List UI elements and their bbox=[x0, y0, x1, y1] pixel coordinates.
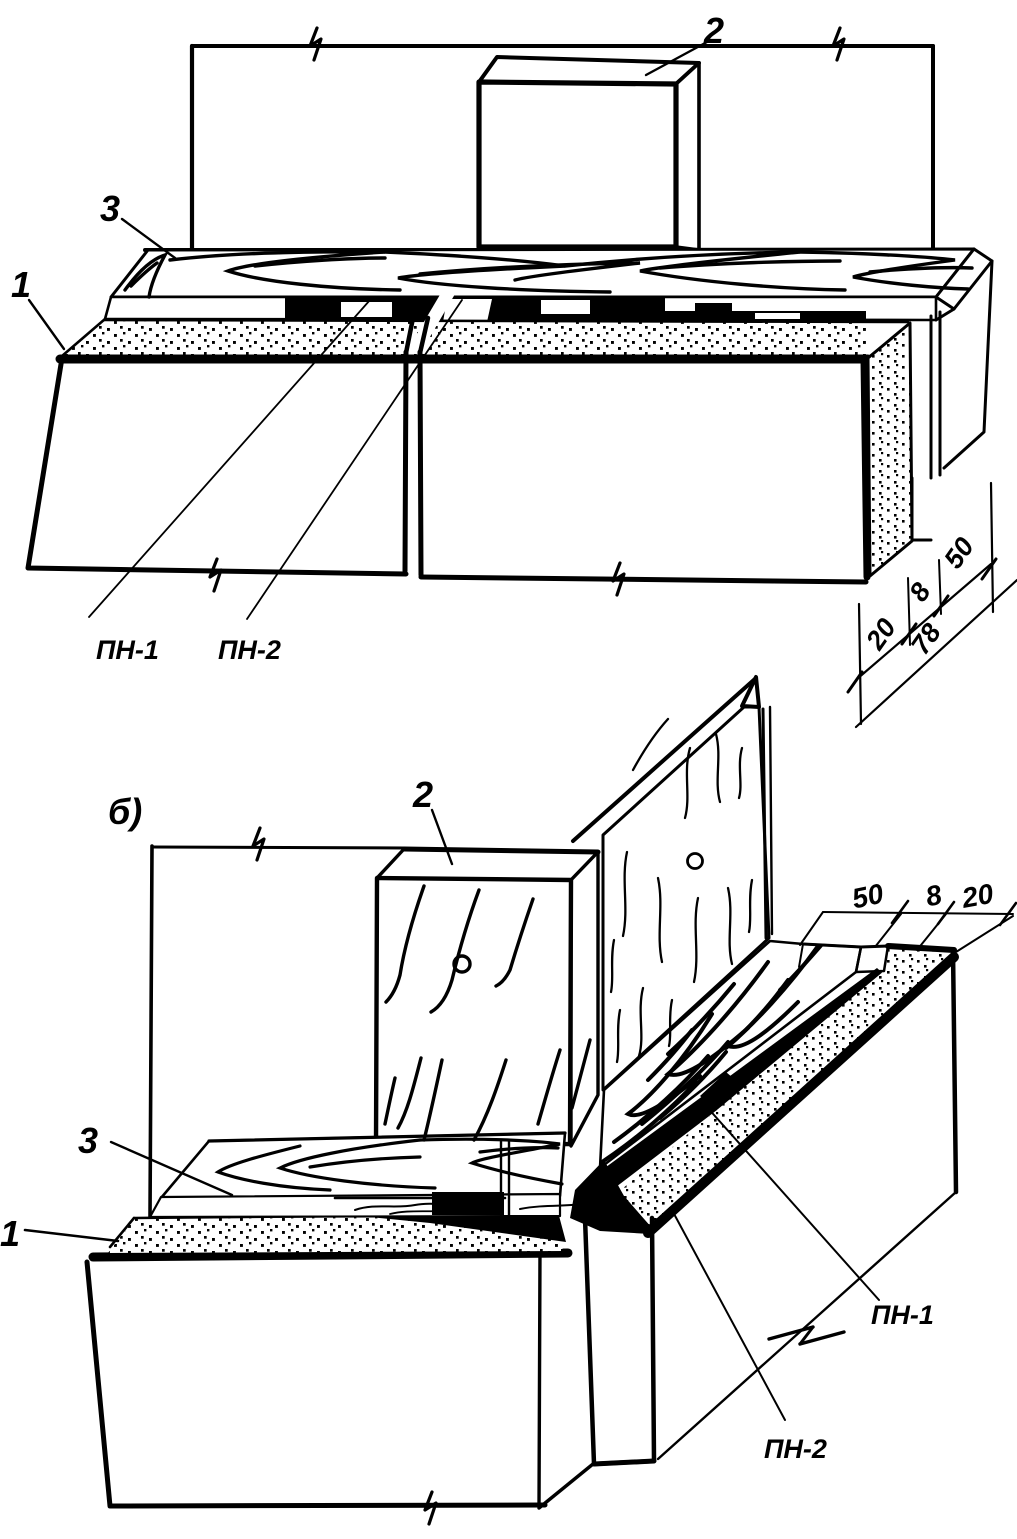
svg-text:ПН-2: ПН-2 bbox=[218, 635, 281, 665]
svg-text:ПН-2: ПН-2 bbox=[764, 1434, 827, 1464]
svg-text:1: 1 bbox=[11, 264, 31, 305]
svg-text:50: 50 bbox=[938, 532, 980, 574]
svg-text:3: 3 bbox=[100, 188, 120, 229]
svg-text:20: 20 bbox=[860, 613, 902, 656]
svg-text:3: 3 bbox=[78, 1120, 98, 1161]
svg-text:б): б) bbox=[108, 791, 142, 832]
svg-text:ПН-1: ПН-1 bbox=[96, 635, 159, 665]
svg-text:20: 20 bbox=[959, 878, 996, 914]
svg-text:2: 2 bbox=[412, 774, 433, 815]
svg-text:8: 8 bbox=[923, 879, 945, 913]
svg-text:1: 1 bbox=[0, 1213, 20, 1254]
svg-text:50: 50 bbox=[849, 878, 886, 915]
svg-text:78: 78 bbox=[905, 618, 947, 660]
svg-text:2: 2 bbox=[703, 10, 724, 51]
svg-text:ПН-1: ПН-1 bbox=[871, 1300, 934, 1330]
